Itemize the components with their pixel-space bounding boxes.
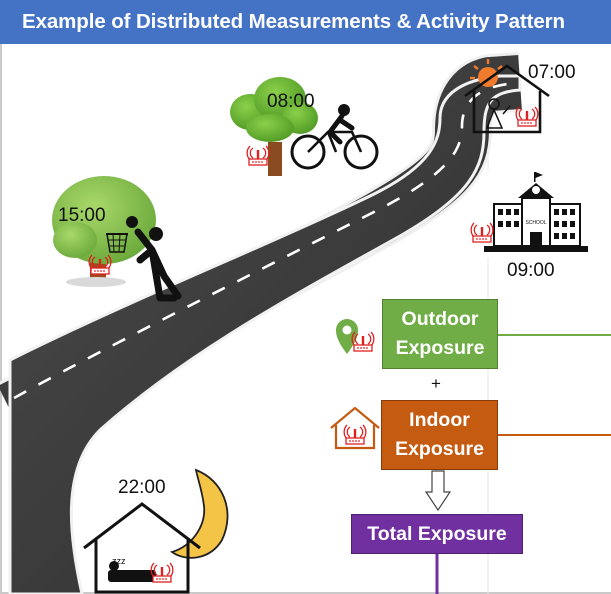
tree-trunk	[268, 142, 282, 176]
moon-icon	[169, 468, 229, 559]
diagram-frame	[0, 44, 611, 594]
indoor-label-line2: Exposure	[395, 438, 484, 460]
title-bar: Example of Distributed Measurements & Ac…	[0, 0, 611, 44]
sensor-icon	[343, 424, 367, 445]
sleep-text: zzz	[112, 556, 126, 566]
basketball-player-icon	[126, 216, 182, 302]
outdoor-label-line2: Exposure	[395, 337, 485, 359]
page-title: Example of Distributed Measurements & Ac…	[22, 10, 565, 33]
tree-icon	[52, 176, 156, 264]
bed-icon: zzz	[108, 556, 156, 582]
basketball-hoop-icon	[106, 233, 128, 253]
time-label-0800: 08:00	[267, 91, 315, 112]
time-label-2200: 22:00	[118, 477, 166, 498]
tree-08: 08:00	[230, 77, 318, 176]
outdoor-exposure-box: Outdoor Exposure	[382, 299, 498, 369]
indoor-exposure-box: Indoor Exposure	[381, 400, 498, 470]
time-label-0700: 07:00	[528, 62, 576, 83]
school-icon: SCHOOL	[470, 170, 588, 258]
road	[0, 52, 522, 594]
house-icon	[83, 502, 201, 594]
sensor-icon	[246, 145, 270, 166]
cyclist-icon	[290, 104, 379, 170]
sensor-icon	[150, 562, 174, 583]
time-label-0900: 09:00	[507, 260, 555, 281]
down-arrow-icon	[424, 470, 452, 512]
plus-sign: +	[431, 374, 441, 393]
tree-15: 15:00	[52, 176, 156, 287]
tree-icon	[230, 77, 318, 142]
time-label-1500: 15:00	[58, 205, 106, 226]
outdoor-label-line1: Outdoor	[401, 308, 479, 330]
indoor-label-line1: Indoor	[409, 409, 470, 431]
school-sign: SCHOOL	[525, 220, 546, 226]
indoor-house-icon	[330, 406, 380, 450]
house-home-morning: 07:00	[464, 59, 576, 134]
total-exposure-box: Total Exposure	[351, 514, 523, 554]
location-pin-icon	[336, 319, 358, 354]
house-icon	[464, 64, 550, 134]
house-home-night: zzz 22:00	[83, 468, 229, 594]
